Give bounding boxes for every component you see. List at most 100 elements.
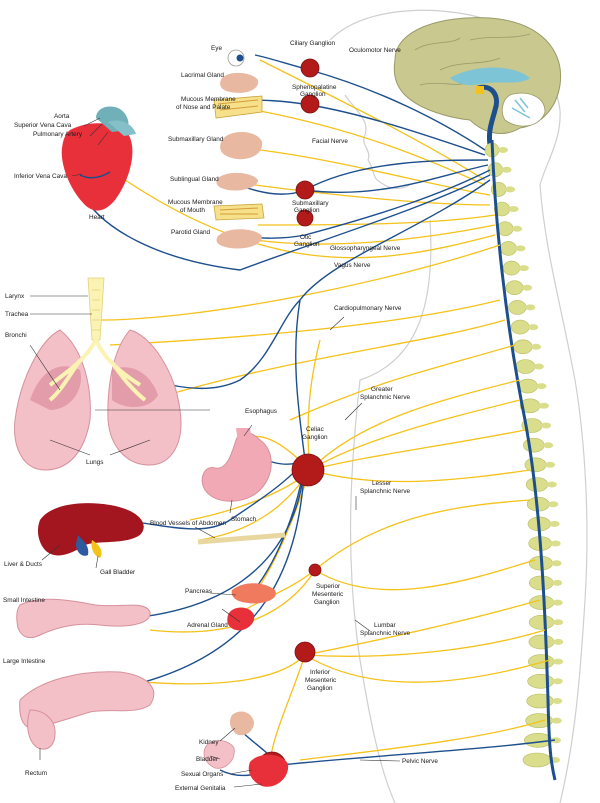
vertebra-process xyxy=(538,402,549,409)
lungs-organ xyxy=(14,277,182,471)
label-superior-vena-cava: Superior Vena Cava xyxy=(14,122,72,129)
vertebra-process xyxy=(531,343,542,350)
vertebra-process xyxy=(508,206,519,212)
label-vagus-nerve: Vagus Nerve xyxy=(334,262,371,269)
label-bronchi: Bronchi xyxy=(5,332,27,339)
label-esophagus: Esophagus xyxy=(245,408,277,415)
large-intestine-organ xyxy=(19,671,155,750)
label-heart: Heart xyxy=(89,214,105,221)
label-oculomotor-nerve: Oculomotor Nerve xyxy=(349,47,401,54)
label-adrenal-gland: Adrenal Gland xyxy=(187,622,228,629)
vertebra xyxy=(502,260,521,276)
eye-organ xyxy=(227,49,245,67)
brain xyxy=(393,17,562,146)
vertebra-process xyxy=(522,284,533,291)
leader-lines xyxy=(29,117,401,788)
label-inferior-mesenteric-1: Inferior xyxy=(310,669,331,676)
vertebra xyxy=(527,673,555,689)
body-outline xyxy=(329,9,588,803)
label-greater-splanchnic-1: Greater xyxy=(371,386,394,393)
label-mucous-nose-2: of Nose and Palate xyxy=(176,104,231,111)
pancreas-organ xyxy=(231,583,276,604)
vertebra-process xyxy=(552,678,563,685)
otic-ganglion xyxy=(296,209,314,227)
label-lumbar-splanchnic-2: Splanchnic Nerve xyxy=(360,630,411,637)
submaxillary-ganglion xyxy=(295,180,315,200)
vertebra xyxy=(499,241,517,256)
vertebra xyxy=(528,614,555,630)
label-ciliary-ganglion: Ciliary Ganglion xyxy=(290,40,336,47)
label-facial-nerve: Facial Nerve xyxy=(312,138,348,145)
vertebra-process xyxy=(551,560,562,567)
vertebra xyxy=(515,359,536,374)
heart-organ xyxy=(61,106,136,211)
superior-mesenteric-ganglion xyxy=(308,563,322,577)
label-trachea: Trachea xyxy=(5,311,29,318)
vertebra-process xyxy=(512,225,523,232)
vertebra xyxy=(522,752,552,768)
vertebra-process xyxy=(552,698,563,704)
label-stomach: Stomach xyxy=(231,516,257,523)
label-eye: Eye xyxy=(211,45,222,52)
label-lesser-splanchnic-2: Splanchnic Nerve xyxy=(360,488,411,495)
sphenopalatine-ganglion xyxy=(300,94,320,114)
small-intestine-organ xyxy=(16,598,151,639)
vertebra-process xyxy=(498,147,508,153)
label-lesser-splanchnic-1: Lesser xyxy=(372,480,392,487)
vertebra-process xyxy=(553,638,564,645)
kidney-organ xyxy=(229,711,254,736)
label-pulmonary-artery: Pulmonary Artery xyxy=(33,131,83,138)
label-celiac-1: Celiac xyxy=(306,426,325,433)
label-mucous-mouth-1: Mucous Membrane xyxy=(168,199,223,206)
label-glossopharyngeal-nerve: Glossopharyngeal Nerve xyxy=(330,245,401,252)
vertebra-process xyxy=(518,265,529,272)
vertebra-process xyxy=(552,599,563,606)
stomach-organ xyxy=(201,428,272,502)
vertebra-process xyxy=(548,501,559,508)
label-small-intestine: Small Intestine xyxy=(3,597,45,604)
label-submaxillary-ganglion-2: Ganglion xyxy=(294,207,320,214)
label-lacrimal-gland: Lacrimal Gland xyxy=(181,72,224,79)
sexual-organs-organ xyxy=(248,754,289,787)
label-superior-mesenteric-2: Mesenteric xyxy=(312,591,344,598)
label-liver-ducts: Liver & Ducts xyxy=(4,561,42,568)
vertebra-process xyxy=(553,658,564,665)
adrenal-gland-organ xyxy=(227,607,255,631)
vertebra xyxy=(525,477,549,492)
vertebra-process xyxy=(533,363,544,370)
vertebra-process xyxy=(550,540,561,547)
abdominal-vessels xyxy=(197,532,286,545)
label-large-intestine: Large Intestine xyxy=(3,658,46,665)
label-mucous-mouth-2: of Mouth xyxy=(180,207,205,214)
labels: Eye Ciliary Ganglion Oculomotor Nerve La… xyxy=(3,40,438,792)
vertebra-process xyxy=(515,245,526,252)
vertebra xyxy=(497,221,514,236)
label-superior-mesenteric-1: Superior xyxy=(316,583,341,590)
vertebra xyxy=(487,162,503,177)
vertebra xyxy=(517,378,538,394)
label-lumbar-splanchnic-1: Lumbar xyxy=(374,622,397,629)
label-inferior-vena-cava: Inferior Vena Cava xyxy=(14,173,67,180)
label-external-genitalia: External Genitalia xyxy=(175,785,226,792)
label-kidney: Kidney xyxy=(199,739,219,746)
ciliary-ganglion xyxy=(300,58,320,78)
label-larynx: Larynx xyxy=(5,293,25,300)
label-otic-1: Otic xyxy=(300,234,312,241)
label-blood-vessels: Blood Vessels of Abdomen xyxy=(150,520,226,527)
label-inferior-mesenteric-3: Ganglion xyxy=(307,685,333,692)
label-sphenopalatine-2: Ganglion xyxy=(300,91,326,98)
vertebra xyxy=(508,300,527,315)
liver-organ xyxy=(37,503,144,558)
vertebra-process xyxy=(551,717,562,724)
vertebra-process xyxy=(505,186,516,193)
vertebra xyxy=(505,280,524,296)
label-otic-2: Ganglion xyxy=(294,241,320,248)
label-submaxillary-ganglion-1: Submaxillary xyxy=(292,200,329,207)
vertebra-process xyxy=(553,619,564,626)
label-mucous-nose-1: Mucous Membrane xyxy=(181,96,236,103)
label-inferior-mesenteric-2: Mesenteric xyxy=(305,677,337,684)
vertebra-process xyxy=(525,304,536,311)
vertebra-process xyxy=(536,383,547,390)
lacrimal-gland-organ xyxy=(220,72,259,93)
vertebra xyxy=(527,654,555,669)
